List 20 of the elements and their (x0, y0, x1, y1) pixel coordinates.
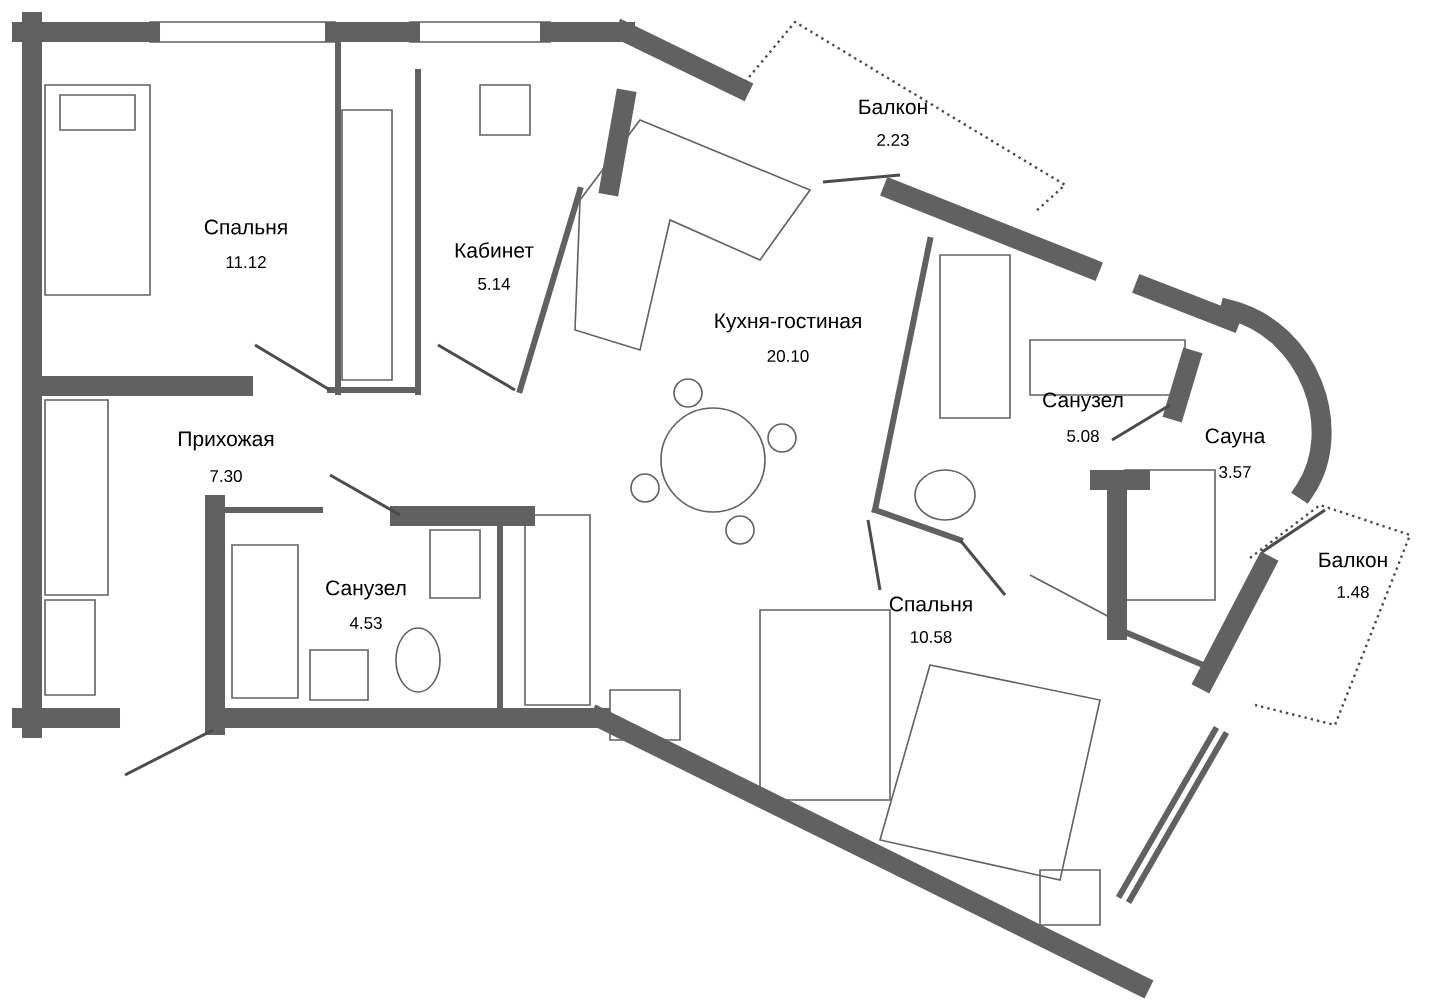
room-name: Спальня (889, 596, 972, 612)
room-name: Спальня (204, 219, 287, 235)
room-name: Кухня-гостиная (715, 313, 861, 333)
room-name: Балкон (859, 99, 927, 115)
area-value: 11.12 (226, 256, 266, 268)
room-name: Прихожая (179, 431, 274, 451)
area-value: 1.48 (1337, 586, 1369, 598)
room-name: Санузел (1043, 392, 1123, 412)
area-value: 7.30 (210, 470, 242, 482)
room-name: Кабинет (455, 242, 534, 258)
room-name: Сауна (1205, 428, 1266, 448)
room-name: Санузел (326, 580, 406, 600)
area-value: 2.23 (877, 134, 909, 146)
area-value: 3.57 (1219, 466, 1251, 478)
area-value: 5.14 (478, 278, 511, 290)
area-value: 4.53 (349, 617, 382, 629)
area-value: 5.08 (1067, 430, 1099, 442)
area-value: 10.58 (911, 631, 952, 643)
area-value: 20.10 (767, 350, 809, 362)
room-name: Балкон (1319, 552, 1387, 568)
